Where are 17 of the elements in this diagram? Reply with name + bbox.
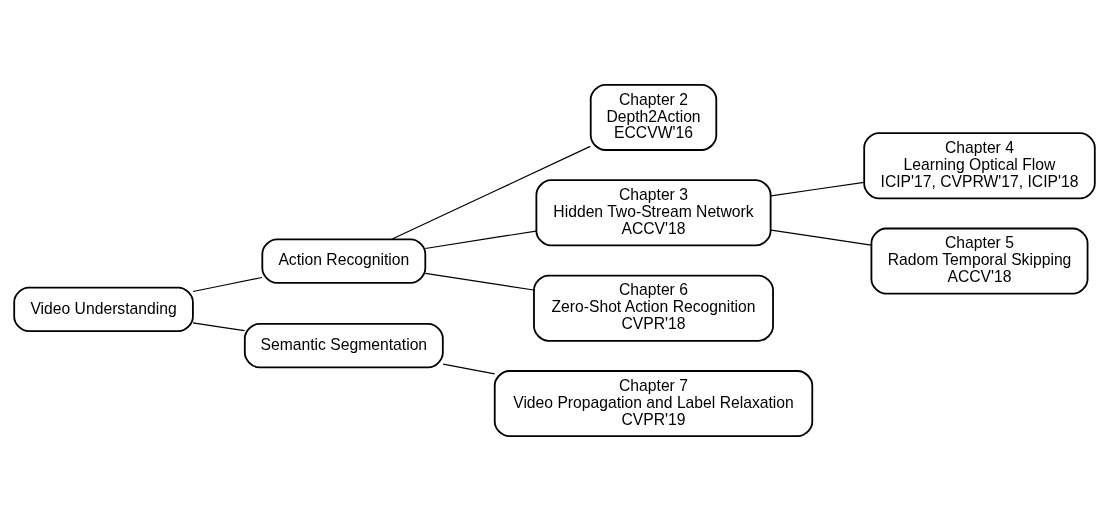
node-box: Chapter 3 Hidden Two-Stream Network ACCV'18 <box>535 179 772 247</box>
node-box: Video Understanding <box>13 286 194 333</box>
connector <box>770 181 865 197</box>
connector <box>391 145 591 240</box>
node-box: Chapter 4 Learning Optical Flow ICIP'17, CVPRW'17, ICIP'18 <box>863 132 1096 200</box>
connector <box>442 363 496 375</box>
node-box: Chapter 7 Video Propagation and Label Relaxation CVPR'19 <box>493 370 814 438</box>
node-box: Semantic Segmentation <box>243 323 444 369</box>
connector <box>424 272 535 291</box>
node-box: Action Recognition <box>261 238 427 284</box>
node-box: Chapter 2 Depth2Action ECCVW'16 <box>589 83 718 151</box>
connector <box>192 322 246 332</box>
node-box: Chapter 5 Radom Temporal Skipping ACCV'18 <box>870 227 1089 295</box>
connector <box>424 230 537 250</box>
node-box: Chapter 6 Zero-Shot Action Recognition CVPR'18 <box>533 274 774 342</box>
connector <box>770 229 872 246</box>
connector <box>192 276 263 293</box>
